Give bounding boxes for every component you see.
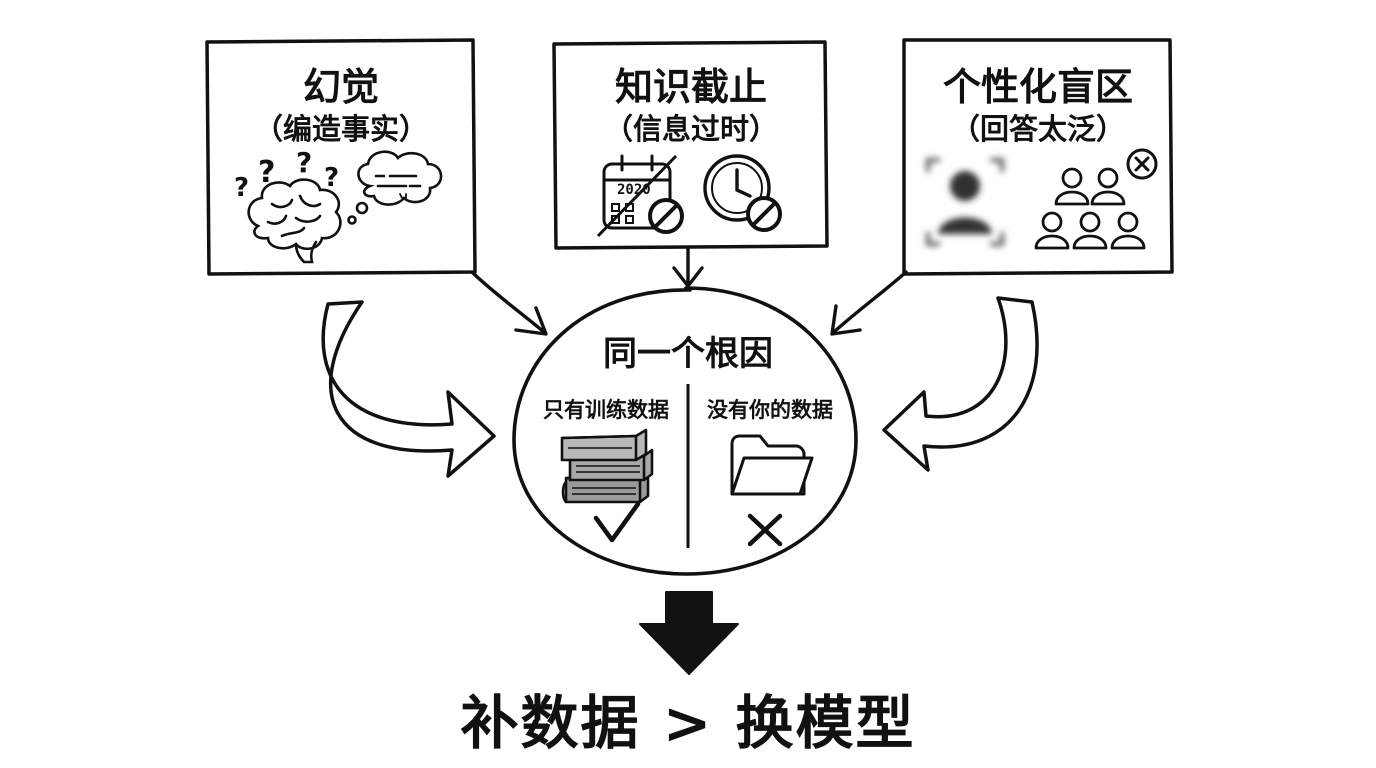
book-stack-icon (560, 428, 654, 504)
box-cutoff-subtitle: （信息过时） (603, 112, 778, 146)
box-hallucination (205, 38, 477, 276)
arrow-cutoff-to-center (672, 246, 704, 288)
big-arrow-left (321, 300, 496, 478)
center-left-label: 只有训练数据 (543, 398, 669, 422)
prohibited-icon (648, 198, 684, 234)
question-marks-icon: ? ? ? ? (234, 146, 339, 203)
box-personalization-title: 个性化盲区 (942, 65, 1133, 109)
close-circle-icon (1126, 148, 1158, 180)
box-knowledge-cutoff (552, 40, 829, 250)
svg-text:?: ? (234, 173, 249, 203)
brain-icon (247, 178, 342, 264)
calendar-icon (596, 154, 678, 238)
box-hallucination-title: 幻觉 (302, 65, 379, 109)
box-cutoff-title: 知识截止 (614, 65, 767, 109)
people-group-icon (1034, 167, 1146, 250)
arrow-personalization-to-center (830, 270, 908, 336)
calendar-year-label: 2020 (617, 182, 651, 198)
down-arrow-icon (639, 591, 739, 675)
folder-icon (730, 434, 814, 496)
clock-icon (703, 154, 782, 232)
thought-bubble-icon (347, 150, 443, 225)
check-icon (593, 501, 641, 543)
center-title: 同一个根因 (603, 334, 773, 374)
cross-icon (747, 513, 783, 547)
conclusion-text: 补数据 > 换模型 (460, 689, 916, 757)
box-personalization-subtitle: （回答太泛） (950, 112, 1125, 146)
blurred-user-icon (926, 158, 1004, 246)
svg-text:?: ? (324, 163, 339, 193)
box-hallucination-subtitle: （编造事实） (253, 112, 428, 146)
center-right-label: 没有你的数据 (707, 398, 833, 422)
arrow-hallucination-to-center (470, 270, 548, 336)
big-arrow-right (882, 296, 1039, 472)
svg-text:?: ? (258, 155, 275, 190)
center-ellipse (512, 286, 858, 576)
svg-text:?: ? (296, 146, 312, 179)
box-personalization (902, 38, 1174, 276)
